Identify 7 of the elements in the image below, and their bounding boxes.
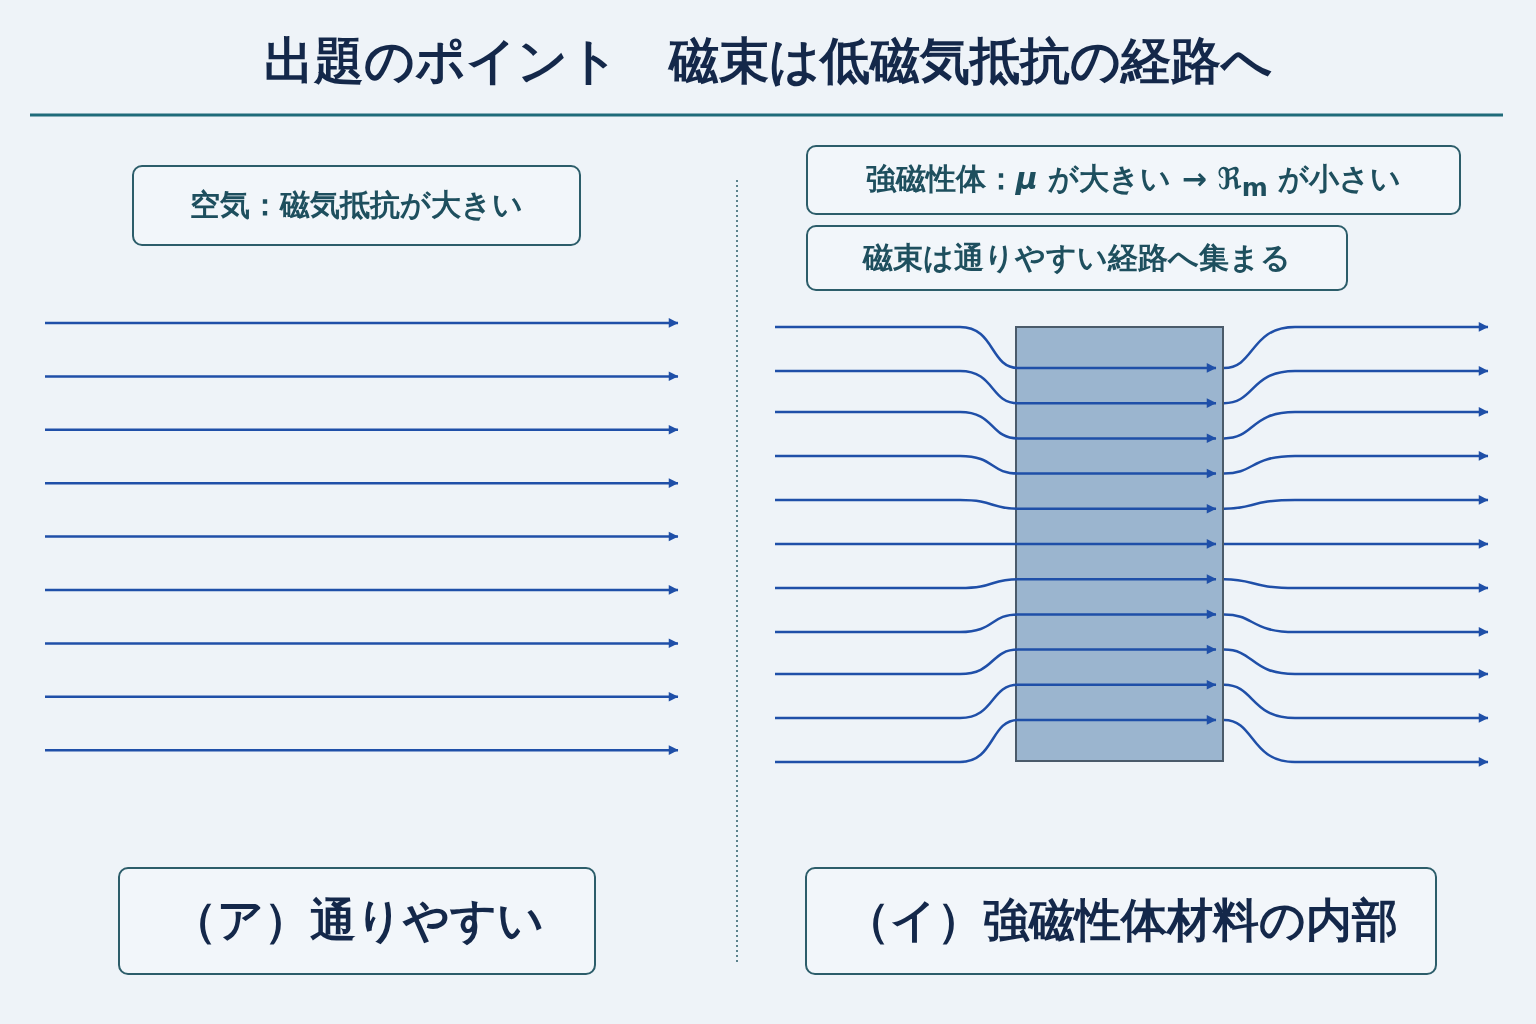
note-box: 強磁性体：μ が大きい → ℜ$_{m}$ が小さい [806,145,1461,215]
core-block [1015,326,1224,762]
caption-box: （ア）通りやすい [118,867,596,975]
title: 出題のポイント 磁束は低磁気抵抗の経路へ [263,31,1273,92]
note-box: 空気：磁気抵抗が大きい [132,165,581,246]
caption-box: （イ）強磁性体材料の内部 [805,867,1437,975]
note-box: 磁束は通りやすい経路へ集まる [806,225,1348,291]
